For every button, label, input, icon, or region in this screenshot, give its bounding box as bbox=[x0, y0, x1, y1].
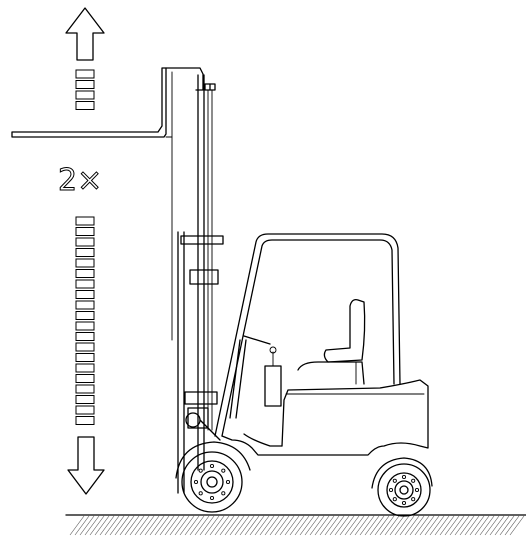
dash-mark bbox=[75, 342, 95, 352]
dash-mark bbox=[75, 290, 95, 299]
dash-mark bbox=[75, 332, 95, 341]
dash-mark bbox=[75, 279, 95, 289]
dash-mark bbox=[75, 384, 95, 394]
arrow-down-outline-icon bbox=[67, 436, 105, 495]
dash-mark bbox=[75, 80, 95, 89]
dash-mark bbox=[75, 416, 95, 425]
dash-mark bbox=[75, 395, 95, 404]
forklift-icon bbox=[11, 67, 433, 517]
lower-dash-stack bbox=[75, 216, 95, 425]
dash-mark bbox=[75, 321, 95, 331]
repeat-count-label: 2× bbox=[58, 163, 102, 198]
dash-mark bbox=[75, 248, 95, 257]
dash-mark bbox=[75, 269, 95, 278]
dash-mark bbox=[75, 237, 95, 247]
arrow-up-outline-icon bbox=[65, 7, 105, 61]
dash-mark bbox=[75, 101, 95, 110]
dash-mark bbox=[75, 353, 95, 362]
dash-mark bbox=[75, 69, 95, 79]
dash-mark bbox=[75, 258, 95, 268]
dash-mark bbox=[75, 374, 95, 383]
upper-dash-stack bbox=[75, 69, 95, 110]
dash-mark bbox=[75, 90, 95, 100]
dash-mark bbox=[75, 405, 95, 415]
dash-mark bbox=[75, 216, 95, 226]
dash-mark bbox=[75, 300, 95, 310]
dash-mark bbox=[75, 311, 95, 320]
ground-line bbox=[65, 514, 526, 536]
dash-mark bbox=[75, 227, 95, 236]
dash-mark bbox=[75, 363, 95, 373]
